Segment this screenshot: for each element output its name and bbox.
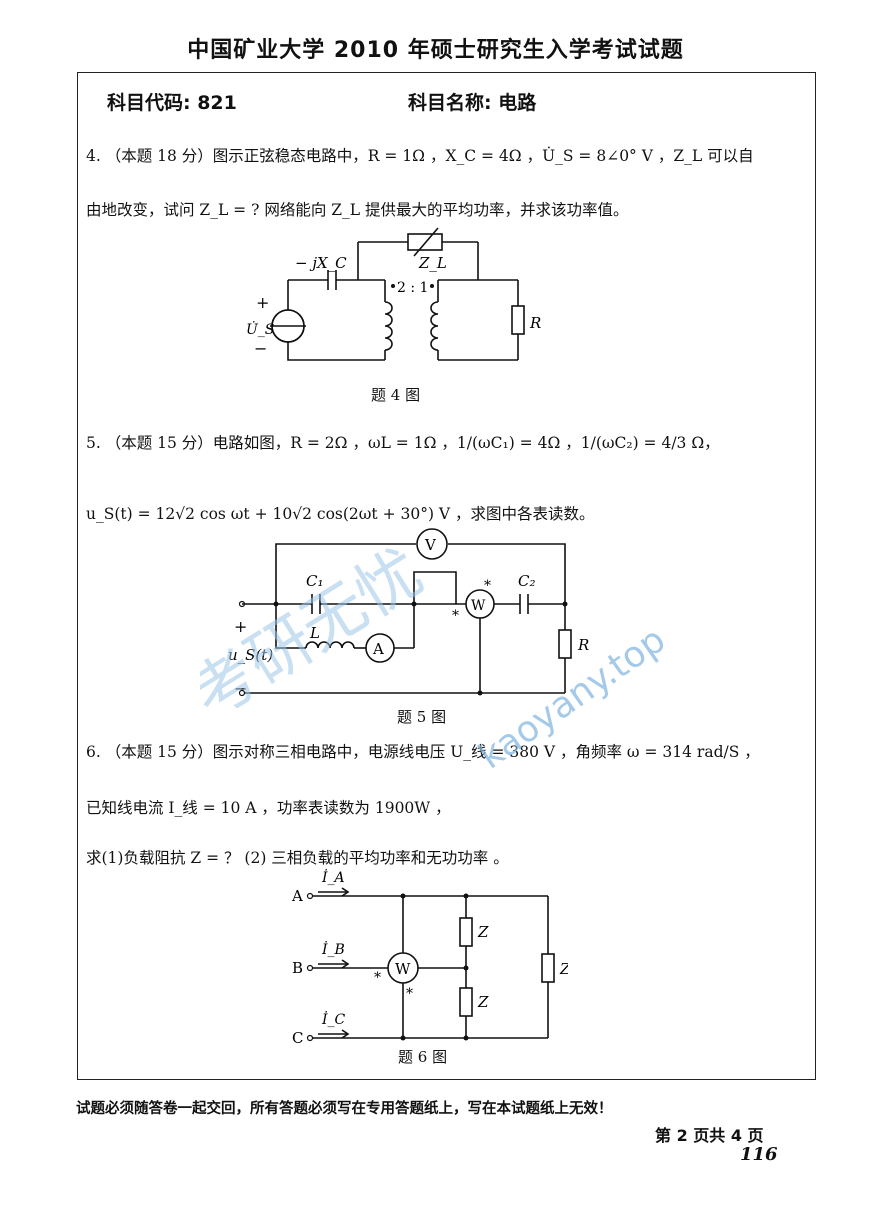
q5-r-label: R — [577, 636, 589, 654]
subject-code: 科目代码: 821 — [107, 92, 237, 114]
watermark-cn: 考研无忧 — [200, 535, 436, 733]
q5-star-1: * — [484, 578, 491, 594]
q5-wattmeter: W — [471, 598, 486, 614]
q6-star-1: * — [374, 970, 381, 986]
q5-line2: u_S(t) = 12√2 cos ωt + 10√2 cos(2ωt + 30… — [86, 505, 595, 523]
q6-line2: 已知线电流 I_线 = 10 A ，功率表读数为 1900W ， — [86, 799, 451, 817]
q4-circuit: − jX_C Z_L 2 : 1 U̇_S + − R — [246, 227, 541, 361]
q5-line1: 5. （本题 15 分）电路如图，R = 2Ω ，ωL = 1Ω ，1/(ωC₁… — [86, 434, 720, 452]
footer-notice: 试题必须随答卷一起交回，所有答题必须写在专用答题纸上，写在本试题纸上无效！ — [76, 1101, 613, 1117]
q6-z-label-2: Z — [477, 993, 489, 1011]
q6-node-b: B — [292, 959, 303, 977]
q5-l-label: L — [309, 624, 320, 642]
q5-caption: 题 5 图 — [397, 708, 447, 726]
q6-ib-label: İ_B — [321, 940, 345, 958]
q6-node-a: A — [291, 887, 303, 905]
q6-star-2: * — [406, 986, 413, 1002]
q6-node-c: C — [292, 1029, 303, 1047]
q4-ratio-label: 2 : 1 — [397, 280, 428, 296]
q6-circuit: W A B C İ_A İ_B İ_C Z Z Z * * — [291, 868, 568, 1047]
q5-circuit: V W A C₁ C₂ L R u_S(t) + − * * — [228, 528, 589, 698]
q5-ammeter: A — [372, 640, 384, 658]
q5-c2-label: C₂ — [518, 572, 536, 590]
q6-line3: 求(1)负载阻抗 Z = ？ (2) 三相负载的平均功率和无功功率 。 — [86, 849, 509, 867]
q5-voltmeter: V — [424, 536, 437, 554]
q4-plus: + — [256, 293, 269, 312]
page-number: 第 2 页共 4 页 — [655, 1126, 764, 1145]
watermark: 考研无忧 kaoyany.top — [200, 535, 673, 770]
q4-caption: 题 4 图 — [371, 386, 421, 404]
q6-ia-label: İ_A — [321, 868, 345, 886]
q5-source-label: u_S(t) — [228, 646, 273, 664]
q6-wattmeter: W — [395, 960, 411, 978]
q5-minus: − — [234, 679, 247, 698]
q6-line1: 6. （本题 15 分）图示对称三相电路中，电源线电压 U_线 = 380 V … — [86, 743, 760, 761]
exam-frame — [77, 72, 816, 1080]
q5-plus: + — [234, 617, 247, 636]
q4-minus: − — [254, 339, 267, 358]
q5-star-2: * — [452, 608, 459, 624]
page-title: 中国矿业大学 2010 年硕士研究生入学考试试题 — [187, 38, 684, 63]
q6-ic-label: İ_C — [321, 1010, 346, 1028]
handwritten-mark: 116 — [740, 1144, 778, 1165]
watermark-url: kaoyany.top — [472, 619, 673, 770]
q6-z-label-1: Z — [477, 923, 489, 941]
q4-zl-label: Z_L — [418, 254, 447, 272]
q4-r-label: R — [529, 314, 541, 332]
q6-z-label-3: Z — [559, 960, 568, 978]
q4-line1: 4. （本题 18 分）图示正弦稳态电路中，R = 1Ω ，X_C = 4Ω ，… — [86, 147, 754, 165]
subject-name: 科目名称: 电路 — [408, 92, 537, 114]
q4-source-label: U̇_S — [246, 320, 274, 338]
q4-cap-label: − jX_C — [295, 254, 347, 272]
q6-caption: 题 6 图 — [398, 1048, 448, 1066]
q5-c1-label: C₁ — [306, 572, 324, 590]
q4-line2: 由地改变，试问 Z_L = ? 网络能向 Z_L 提供最大的平均功率，并求该功率… — [86, 201, 629, 219]
